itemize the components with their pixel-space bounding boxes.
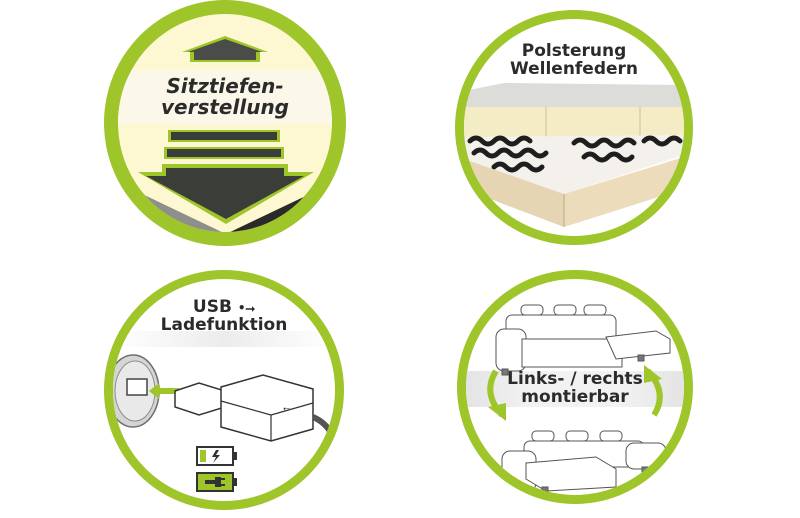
svg-text:⭠: ⭠ [283, 404, 290, 414]
feature-badge-upholstery: Polsterung Wellenfedern [455, 10, 693, 245]
feature-label: Sitztiefen- verstellung [118, 76, 332, 118]
wave-spring-upholstery-icon [464, 83, 684, 227]
usb-text: USB [192, 297, 232, 317]
feature-label: Links- / rechts montierbar [466, 369, 684, 407]
usb-plug-icon: ⭠ [113, 354, 335, 492]
battery-plug-icon [196, 472, 237, 492]
feature-label: Polsterung Wellenfedern [464, 41, 684, 79]
feature-label-line: Polsterung [521, 41, 627, 61]
feature-label: USB •⭢ Ladefunktion [113, 297, 335, 335]
feature-label-line: Links- / rechts [507, 369, 643, 389]
battery-charging-icon [196, 446, 237, 466]
feature-label-line: Sitztiefen- [166, 74, 284, 98]
label-band [113, 331, 335, 347]
feature-label-line: USB •⭢ [113, 297, 335, 317]
feature-badge-usb: ⭠ USB •⭢ Ladefunktion [104, 270, 344, 510]
feature-label-line: Wellenfedern [509, 58, 639, 79]
feature-label-line: verstellung [161, 95, 289, 119]
seat-depth-arrow-icon [118, 36, 332, 232]
usb-symbol-icon: •⭢ [237, 301, 256, 315]
feature-label-line: montierbar [521, 386, 629, 407]
feature-badge-reversible: Links- / rechts montierbar [457, 270, 693, 504]
feature-badge-seat-depth: Sitztiefen- verstellung [104, 0, 346, 246]
feature-label-line: Ladefunktion [160, 314, 288, 335]
sofa-swap-icon [487, 304, 671, 494]
